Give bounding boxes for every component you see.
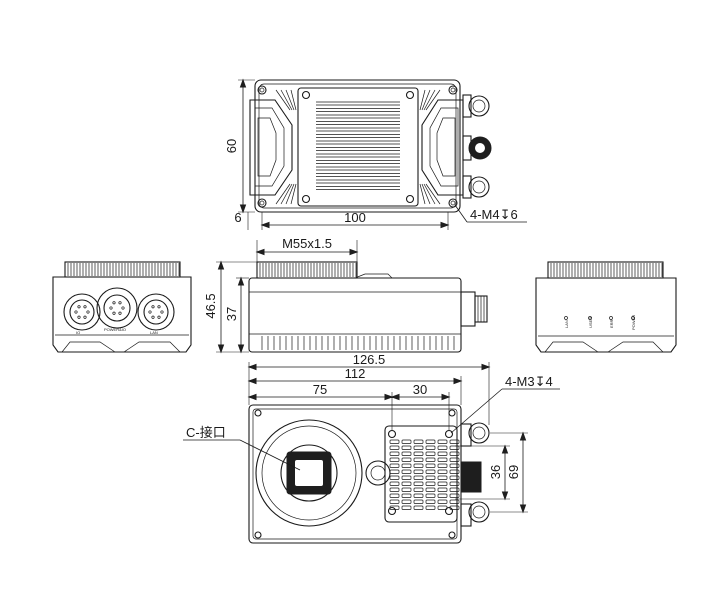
side-view: 46.5 37 M55x1.5 (203, 236, 488, 354)
top-length-dim: 100 (344, 210, 366, 225)
rear-led-err: ERR (609, 319, 614, 328)
top-view: 60 6 100 4-M4↧6 (224, 78, 527, 230)
side-thread-callout: M55x1.5 (282, 236, 332, 251)
bottom-overall-dim: 126.5 (353, 352, 386, 367)
top-height-dim: 60 (224, 139, 239, 153)
side-total-height-dim: 46.5 (203, 293, 218, 318)
side-body-height-dim: 37 (224, 307, 239, 321)
rear-led-lan: LAN (564, 320, 569, 328)
rear-led-user: USER (588, 317, 593, 328)
front-port-io: IO (76, 330, 80, 335)
top-offset-dim: 6 (234, 210, 241, 225)
rear-view: LAN USER ERR POWER (535, 261, 677, 353)
bottom-view: 126.5 112 75 30 4-M3↧4 C-接口 36 69 (183, 352, 560, 544)
bottom-body-dim: 112 (345, 366, 366, 381)
bottom-dim-36: 36 (488, 465, 503, 479)
bottom-dim-75: 75 (313, 382, 327, 397)
bottom-dim-69: 69 (506, 465, 521, 479)
rear-led-power: POWER (631, 315, 636, 330)
top-hole-callout: 4-M4↧6 (470, 207, 518, 222)
bottom-hole-callout: 4-M3↧4 (505, 374, 553, 389)
mount-label: C-接口 (186, 425, 226, 440)
front-view: IO POWER&IO LAN (52, 261, 192, 353)
front-port-power: POWER&IO (104, 327, 126, 332)
bottom-dim-30: 30 (413, 382, 427, 397)
front-port-lan: LAN (150, 330, 158, 335)
